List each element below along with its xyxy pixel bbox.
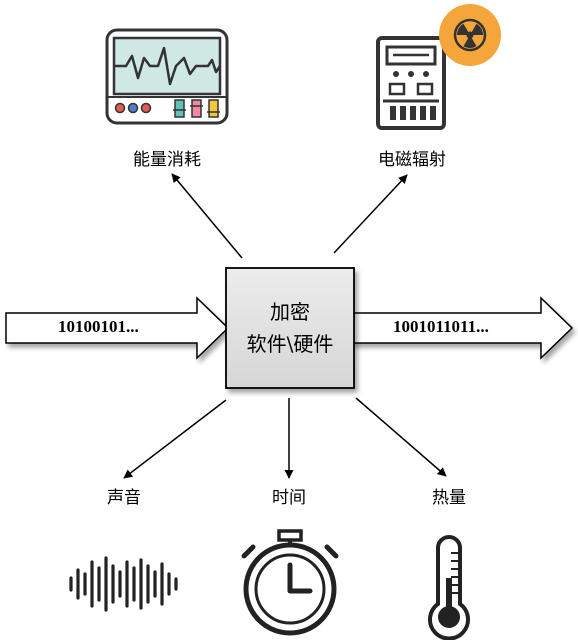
crypto-box bbox=[225, 267, 355, 389]
oscilloscope-icon bbox=[105, 28, 229, 125]
radiation-icon bbox=[439, 4, 501, 66]
crypto-box-line2: 软件\硬件 bbox=[246, 332, 334, 356]
output-bits: 1001011011... bbox=[393, 317, 489, 336]
input-bits: 10100101... bbox=[58, 317, 139, 336]
crypto-box-label: 加密 软件\硬件 bbox=[226, 268, 354, 388]
input-arrow bbox=[5, 296, 230, 360]
arrow-power bbox=[171, 173, 243, 259]
thermometer-icon bbox=[428, 535, 470, 640]
arrow-em bbox=[333, 174, 408, 254]
arrow-sound bbox=[123, 399, 227, 479]
label-power: 能量消耗 bbox=[133, 150, 201, 170]
arrow-heat bbox=[355, 397, 447, 477]
label-em: 电磁辐射 bbox=[378, 150, 446, 170]
label-time: 时间 bbox=[272, 488, 306, 508]
label-sound: 声音 bbox=[107, 488, 141, 508]
meter-device-icon bbox=[376, 36, 446, 130]
crypto-box-line1: 加密 bbox=[270, 300, 310, 324]
stopwatch-icon bbox=[241, 529, 339, 636]
label-heat: 热量 bbox=[432, 488, 466, 508]
output-arrow bbox=[351, 296, 574, 360]
sound-wave-icon bbox=[69, 556, 178, 612]
